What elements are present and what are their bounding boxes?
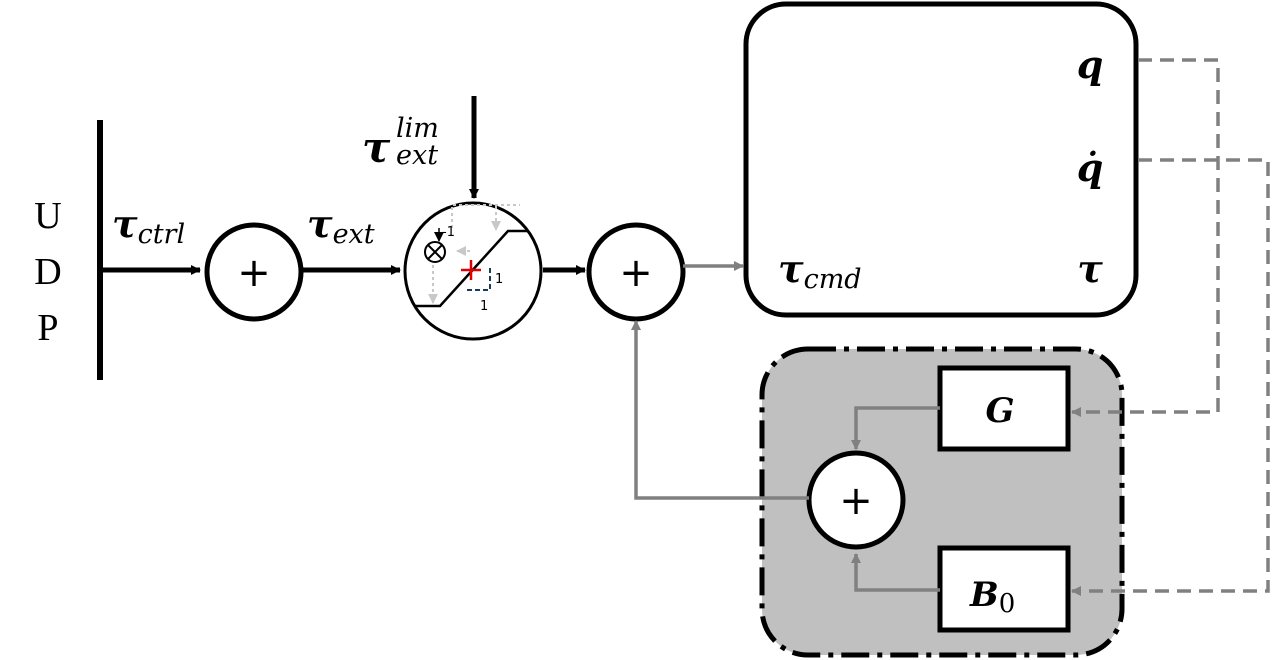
saturation-one-right: 1 bbox=[495, 272, 503, 287]
saturation-minus-one: -1 bbox=[442, 225, 455, 240]
port-q-label: q bbox=[1077, 42, 1104, 87]
tau-ctrl-label: τctrl bbox=[112, 201, 185, 250]
q-feedback-line bbox=[1071, 58, 1220, 417]
gravity-to-sum-line bbox=[851, 406, 940, 450]
sum-1-symbol: + bbox=[237, 250, 271, 296]
tau-cmd-label: τcmd bbox=[778, 246, 862, 295]
tau-ext-lim-symbol: τ bbox=[362, 123, 391, 172]
robot-plant-block bbox=[743, 1, 1139, 318]
sum-2-symbol: + bbox=[619, 250, 653, 296]
tau-ext-lim-sub: ext bbox=[396, 140, 438, 171]
udp-letter-u: U bbox=[34, 195, 61, 237]
sum-3-symbol: + bbox=[839, 478, 873, 524]
sum-junction-3 bbox=[806, 450, 906, 550]
compensation-to-sum-line bbox=[631, 320, 809, 500]
friction-to-sum-line bbox=[851, 553, 940, 592]
port-tau-label: τ bbox=[1077, 246, 1103, 291]
friction-block bbox=[937, 545, 1071, 633]
udp-letter-d: D bbox=[34, 251, 61, 293]
udp-letter-p: P bbox=[37, 307, 58, 349]
gravity-label: G bbox=[985, 391, 1014, 431]
saturation-one-bottom: 1 bbox=[480, 299, 488, 314]
saturation-curve bbox=[415, 229, 528, 308]
sum-junction-2 bbox=[586, 222, 686, 322]
tau-ext-label: τext bbox=[307, 201, 375, 250]
tau-ext-lim-sup: lim bbox=[396, 113, 439, 144]
saturation-block: -1 1 1 bbox=[403, 201, 543, 341]
friction-label: B0 bbox=[969, 575, 1015, 619]
port-qdot-label: q̇ bbox=[1077, 145, 1104, 190]
